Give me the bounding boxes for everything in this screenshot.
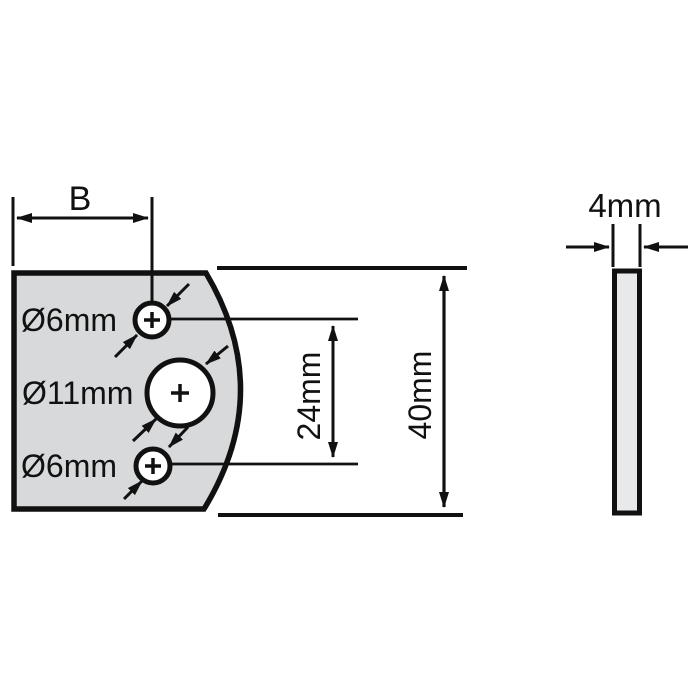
dim-24mm-label: 24mm (291, 352, 327, 441)
front-view: Ø6mm Ø11mm Ø6mm B (11, 180, 467, 517)
hole-bottom-center-mark (145, 458, 161, 474)
dim-4mm-label: 4mm (588, 187, 661, 224)
dim-width-B: B (11, 180, 154, 303)
leader-arrow-bottom-ne-icon (167, 425, 190, 449)
plate-outline (11, 270, 244, 512)
dim-hole-spacing-24mm: 24mm (291, 325, 338, 458)
dim-B-label: B (69, 180, 92, 218)
hole-middle-diameter-label: Ø11mm (22, 375, 133, 411)
leader-arrow-top-ne-icon (165, 282, 191, 308)
hole-leader-arrows (113, 282, 229, 501)
hole-bottom-diameter-label: Ø6mm (21, 448, 117, 484)
leader-arrow-middle-sw-icon (131, 417, 158, 443)
leader-arrow-middle-ne-icon (205, 344, 229, 366)
leader-arrow-top-sw-icon (113, 333, 139, 359)
hole-top-center-mark (144, 312, 160, 328)
side-plate-strip (612, 268, 642, 516)
hole-middle-center-mark (171, 384, 189, 402)
dim-40mm-label: 40mm (402, 351, 438, 440)
side-view: 4mm (566, 187, 688, 516)
leader-arrow-bottom-sw-icon (122, 479, 144, 501)
dim-height-40mm: 40mm (217, 266, 467, 517)
dim-thickness-4mm: 4mm (566, 187, 688, 267)
hole-top-diameter-label: Ø6mm (21, 302, 117, 338)
